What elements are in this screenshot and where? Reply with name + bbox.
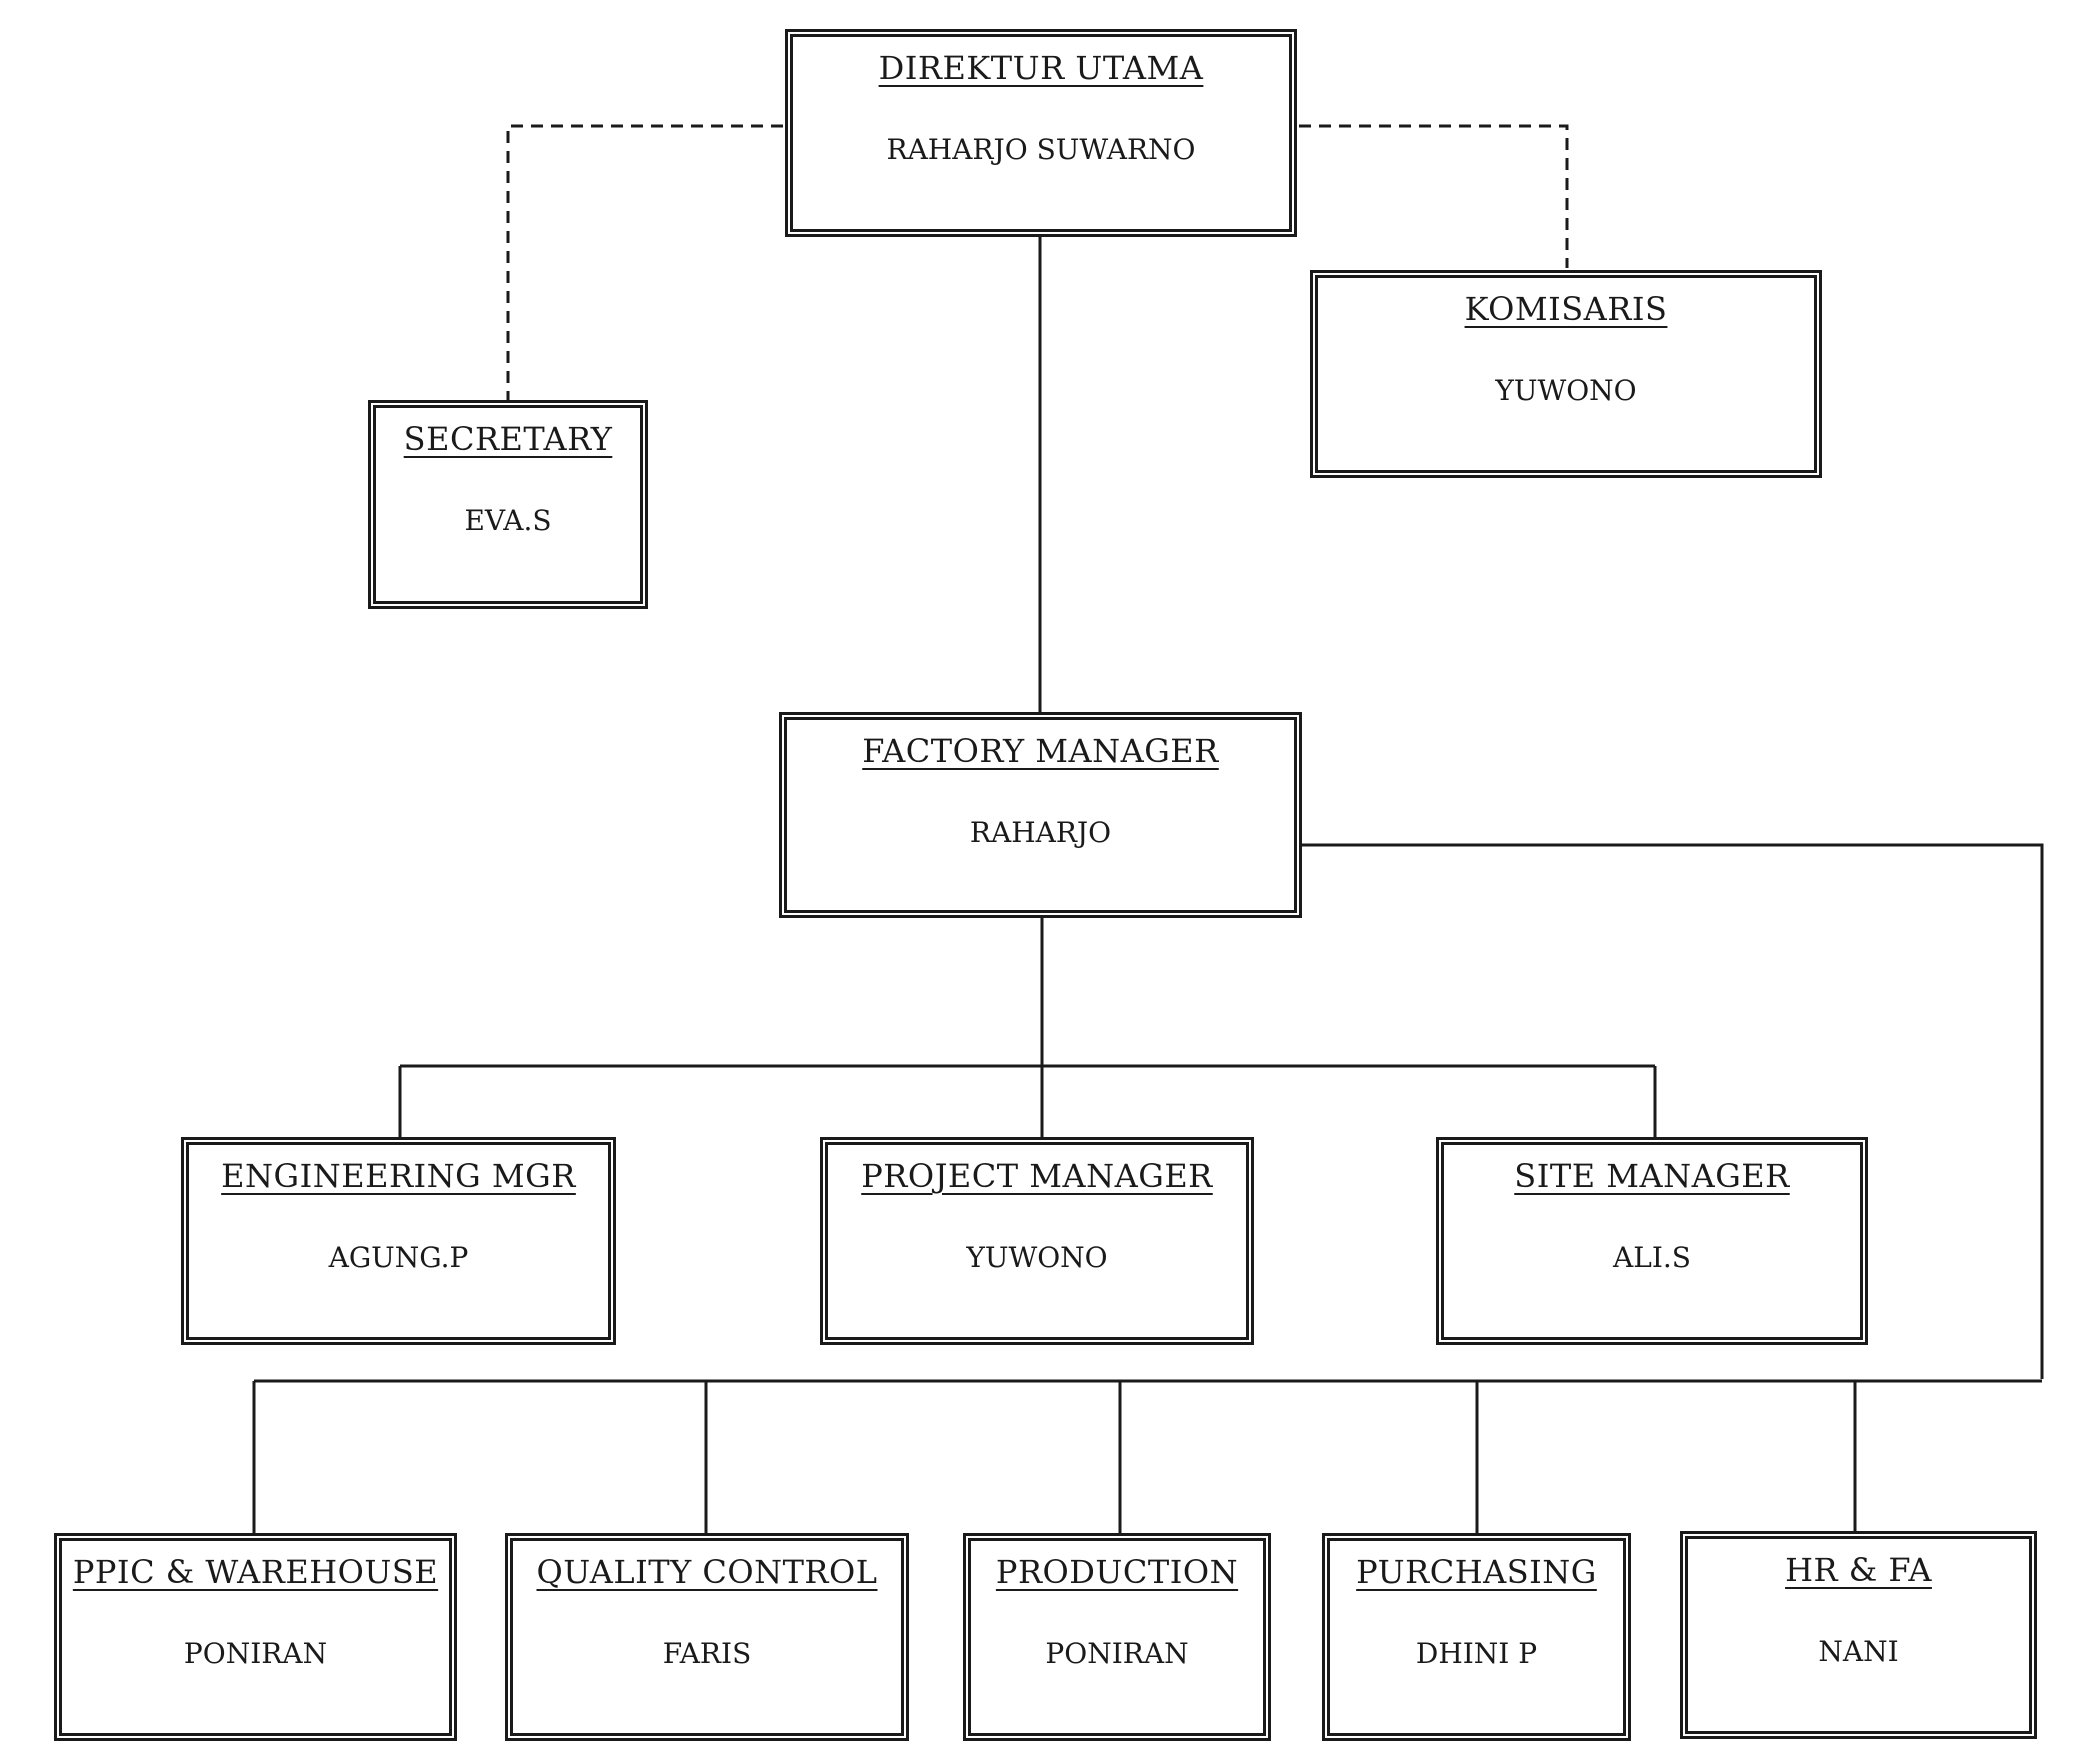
site-manager-name: ALI.S [1613,1241,1691,1274]
site-manager-title: SITE MANAGER [1514,1157,1790,1195]
project-manager-name: YUWONO [966,1241,1108,1274]
hr-fa-title: HR & FA [1785,1551,1932,1589]
secretary-name: EVA.S [464,504,552,537]
purchasing-name: DHINI P [1415,1637,1538,1670]
purchasing-title: PURCHASING [1356,1553,1597,1591]
quality-control-box: QUALITY CONTROL FARIS [505,1533,909,1741]
production-title: PRODUCTION [995,1553,1239,1591]
purchasing-box: PURCHASING DHINI P [1322,1533,1631,1741]
line-factory-right-route [1302,843,2044,1379]
project-manager-title: PROJECT MANAGER [861,1157,1213,1195]
direktur-utama-box: DIREKTUR UTAMA RAHARJO SUWARNO [785,29,1297,237]
production-name: PONIRAN [1045,1637,1189,1670]
direktur-utama-name: RAHARJO SUWARNO [886,133,1196,166]
komisaris-name: YUWONO [1495,374,1637,407]
hr-fa-name: NANI [1818,1635,1899,1668]
engineering-mgr-title: ENGINEERING MGR [221,1157,576,1195]
engineering-mgr-name: AGUNG.P [328,1241,469,1274]
factory-manager-title: FACTORY MANAGER [862,732,1219,770]
project-manager-box: PROJECT MANAGER YUWONO [820,1137,1254,1345]
direktur-utama-title: DIREKTUR UTAMA [878,49,1204,87]
factory-manager-name: RAHARJO [969,816,1112,849]
factory-manager-box: FACTORY MANAGER RAHARJO [779,712,1302,918]
komisaris-title: KOMISARIS [1464,290,1668,328]
ppic-warehouse-name: PONIRAN [183,1637,328,1670]
komisaris-box: KOMISARIS YUWONO [1310,270,1822,478]
quality-control-name: FARIS [662,1637,752,1670]
secretary-title: SECRETARY [403,420,613,458]
dashed-line-komisaris [1299,124,1569,268]
hr-fa-box: HR & FA NANI [1680,1531,2037,1739]
dashed-line-secretary [506,124,783,400]
engineering-mgr-box: ENGINEERING MGR AGUNG.P [181,1137,616,1345]
quality-control-title: QUALITY CONTROL [536,1553,878,1591]
secretary-box: SECRETARY EVA.S [368,400,648,609]
site-manager-box: SITE MANAGER ALI.S [1436,1137,1868,1345]
ppic-warehouse-title: PPIC & WAREHOUSE [72,1553,439,1591]
ppic-warehouse-box: PPIC & WAREHOUSE PONIRAN [54,1533,457,1741]
production-box: PRODUCTION PONIRAN [963,1533,1271,1741]
